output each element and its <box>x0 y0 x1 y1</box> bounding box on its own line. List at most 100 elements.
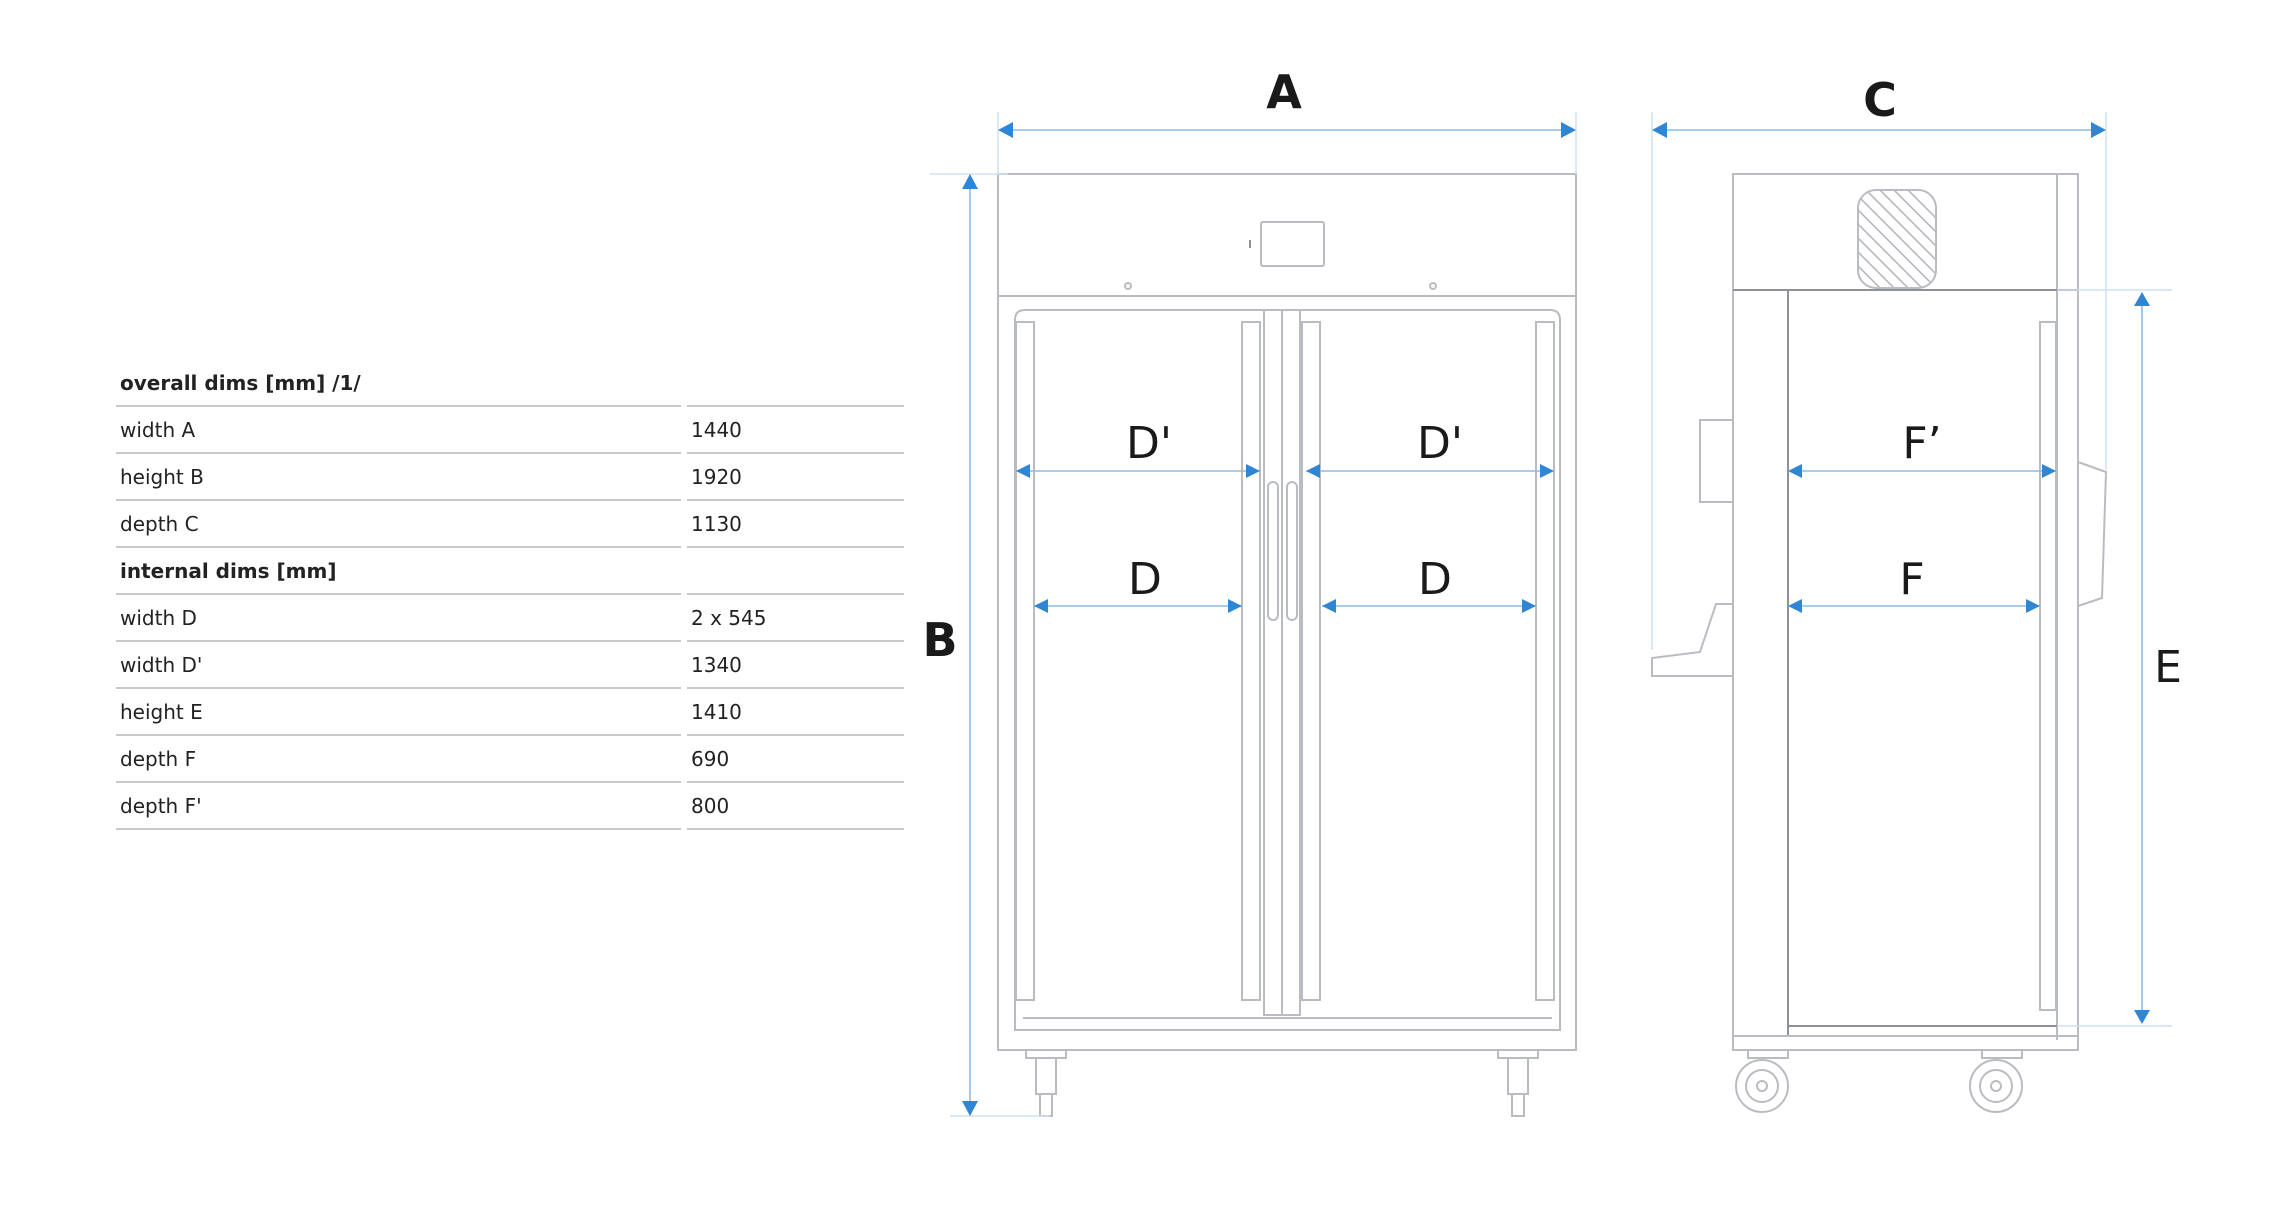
left-door-handle <box>1267 481 1279 621</box>
dimension-f-prime: F’ <box>1788 418 2056 478</box>
spec-row-width-a: width A 1440 <box>116 407 904 454</box>
foot-plate <box>1025 1049 1067 1059</box>
foot <box>1039 1093 1053 1117</box>
spec-heading-label: internal dims [mm] <box>120 558 337 583</box>
caster-axle <box>1990 1080 2002 1092</box>
foot <box>1035 1057 1057 1095</box>
arrow-right-icon <box>1228 599 1242 613</box>
right-door-handle <box>1286 481 1298 621</box>
dimension-d-right: D <box>1322 554 1536 613</box>
door-frame <box>1014 309 1561 1031</box>
spec-row-depth-c: depth C 1130 <box>116 501 904 548</box>
spec-label: width D' <box>120 652 203 677</box>
side-door-profile <box>1651 603 1734 677</box>
dimension-a: A <box>997 65 1577 174</box>
spec-row-width-d-prime: width D' 1340 <box>116 642 904 689</box>
arrow-right-icon <box>1246 464 1260 478</box>
spec-row-width-d: width D 2 x 545 <box>116 595 904 642</box>
spec-label: depth F' <box>120 793 202 818</box>
spec-value: 2 x 545 <box>691 605 767 630</box>
caster-hub <box>1745 1069 1779 1103</box>
dimension-e: E <box>2057 289 2182 1027</box>
arrow-left-icon <box>1306 464 1320 478</box>
arrow-right-icon <box>1540 464 1554 478</box>
foot <box>1507 1057 1529 1095</box>
arrow-left-icon <box>1788 464 1802 478</box>
spec-label: width D <box>120 605 197 630</box>
spec-row-depth-f-prime: depth F' 800 <box>116 783 904 830</box>
caster-axle <box>1756 1080 1768 1092</box>
spec-heading-internal: internal dims [mm] <box>116 548 904 595</box>
spec-heading-overall: overall dims [mm] /1/ <box>116 360 904 407</box>
arrow-left-icon <box>1652 122 1667 138</box>
spec-value: 1130 <box>691 511 742 536</box>
label-f-prime: F’ <box>1902 418 1941 469</box>
arrow-left-icon <box>1016 464 1030 478</box>
caster-plate <box>1981 1049 2023 1059</box>
center-mullion <box>1263 309 1283 1016</box>
spec-label: width A <box>120 417 196 442</box>
spec-row-depth-f: depth F 690 <box>116 736 904 783</box>
spec-label: height E <box>120 699 203 724</box>
arrow-right-icon <box>2042 464 2056 478</box>
arrow-left-icon <box>1034 599 1048 613</box>
right-door-gasket <box>1301 321 1321 1001</box>
arrow-down-icon <box>2134 1010 2150 1024</box>
arrow-right-icon <box>2091 122 2106 138</box>
left-door-gasket <box>1241 321 1261 1001</box>
arrow-down-icon <box>962 1101 978 1116</box>
dimension-d-prime-right: D' <box>1306 418 1554 478</box>
spec-table: overall dims [mm] /1/ width A 1440 heigh… <box>116 360 904 830</box>
dimension-b: B <box>922 173 1050 1117</box>
arrow-up-icon <box>962 174 978 189</box>
spec-value: 800 <box>691 793 730 818</box>
label-d-prime-right: D' <box>1417 418 1463 469</box>
label-b: B <box>922 613 957 667</box>
foot-plate <box>1497 1049 1539 1059</box>
center-mullion <box>1281 309 1301 1016</box>
dimension-d-left: D <box>1034 554 1242 613</box>
side-rear-bump <box>2077 461 2108 607</box>
right-door-gasket <box>1535 321 1555 1001</box>
arrow-right-icon <box>2026 599 2040 613</box>
spec-label: depth F <box>120 746 197 771</box>
arrow-left-icon <box>998 122 1013 138</box>
arrow-right-icon <box>1561 122 1576 138</box>
spec-value: 1920 <box>691 464 742 489</box>
caster-wheel <box>1969 1059 2023 1113</box>
spec-value: 1440 <box>691 417 742 442</box>
caster-wheel <box>1735 1059 1789 1113</box>
left-door-gasket <box>1015 321 1035 1001</box>
dimension-d-prime-left: D' <box>1016 418 1260 478</box>
caster-hub <box>1979 1069 2013 1103</box>
label-d-prime-left: D' <box>1126 418 1172 469</box>
dimension-f: F <box>1788 554 2040 613</box>
vent-hatching <box>1858 190 1936 288</box>
side-view <box>1651 173 2108 1113</box>
arrow-up-icon <box>2134 292 2150 306</box>
dimension-c: C <box>1651 73 2107 650</box>
label-c: C <box>1863 73 1897 127</box>
arrow-left-icon <box>1788 599 1802 613</box>
spec-value: 690 <box>691 746 730 771</box>
screw <box>1124 282 1132 290</box>
screw <box>1429 282 1437 290</box>
spec-row-height-e: height E 1410 <box>116 689 904 736</box>
front-view <box>997 173 1577 1117</box>
label-d-right: D <box>1418 554 1452 605</box>
label-f: F <box>1899 554 1924 605</box>
caster-plate <box>1747 1049 1789 1059</box>
control-display <box>1260 221 1325 267</box>
label-e: E <box>2154 642 2182 693</box>
spec-heading-label: overall dims [mm] /1/ <box>120 370 361 395</box>
spec-label: height B <box>120 464 204 489</box>
foot <box>1511 1093 1525 1117</box>
arrow-right-icon <box>1522 599 1536 613</box>
label-d-left: D <box>1128 554 1162 605</box>
spec-value: 1340 <box>691 652 742 677</box>
spec-row-height-b: height B 1920 <box>116 454 904 501</box>
side-handle <box>1699 419 1734 503</box>
vent-outline <box>1857 189 1937 289</box>
spec-label: depth C <box>120 511 199 536</box>
